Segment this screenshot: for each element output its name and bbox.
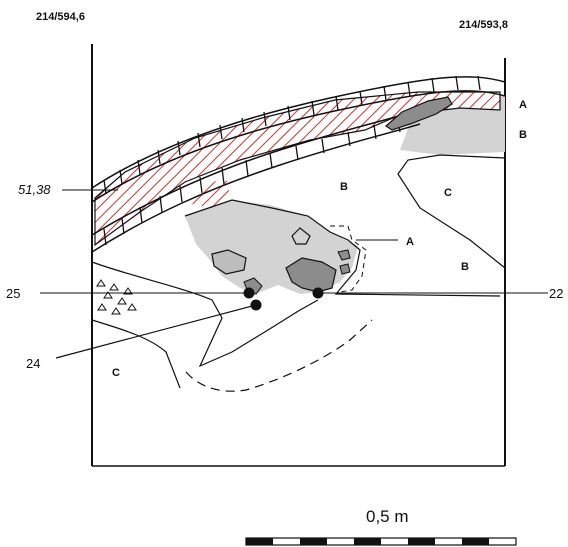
elevation-label: 51,38 (18, 182, 51, 197)
gravel-cluster (96, 279, 137, 315)
corner-label-left: 214/594,6 (36, 11, 85, 23)
brick-band-inner (91, 90, 506, 203)
hatched-red-patch (192, 176, 230, 208)
scale-label: 0,5 m (366, 507, 409, 526)
point-label-24: 24 (26, 356, 40, 371)
layer-label-b-right: B (461, 261, 469, 273)
brick-band-lower-inner (91, 123, 421, 253)
stone-outline-1 (291, 227, 311, 245)
brick-band-outer (91, 76, 506, 189)
boundary-c-right (397, 154, 506, 269)
leader-24 (55, 304, 257, 359)
point-marker-24 (250, 299, 262, 311)
scale-bar (245, 537, 517, 546)
layer-label-a-callout: A (406, 236, 414, 248)
point-label-25: 25 (6, 286, 20, 301)
hatched-red-layer (94, 91, 501, 247)
layer-label-b-top: B (519, 129, 527, 141)
layer-label-c-left: C (112, 367, 120, 379)
dark-stone-center (285, 257, 337, 293)
boundary-c-left (91, 319, 181, 389)
dark-stone-top (385, 96, 453, 131)
point-label-22: 22 (549, 286, 563, 301)
boundary-lower-left (91, 261, 319, 368)
boundary-dashed (185, 319, 373, 392)
layer-label-a-top: A (519, 99, 527, 111)
small-stone-b (339, 263, 351, 275)
corner-label-right: 214/593,8 (459, 19, 508, 31)
small-stone-a (337, 249, 351, 261)
layer-label-b-center: B (340, 181, 348, 193)
boundary-dashed-feature (330, 225, 367, 293)
stone-outline-2 (211, 249, 247, 275)
boundary-center (184, 199, 501, 297)
layer-label-c-right: C (444, 187, 452, 199)
brick-band-lower-outer (91, 109, 421, 236)
